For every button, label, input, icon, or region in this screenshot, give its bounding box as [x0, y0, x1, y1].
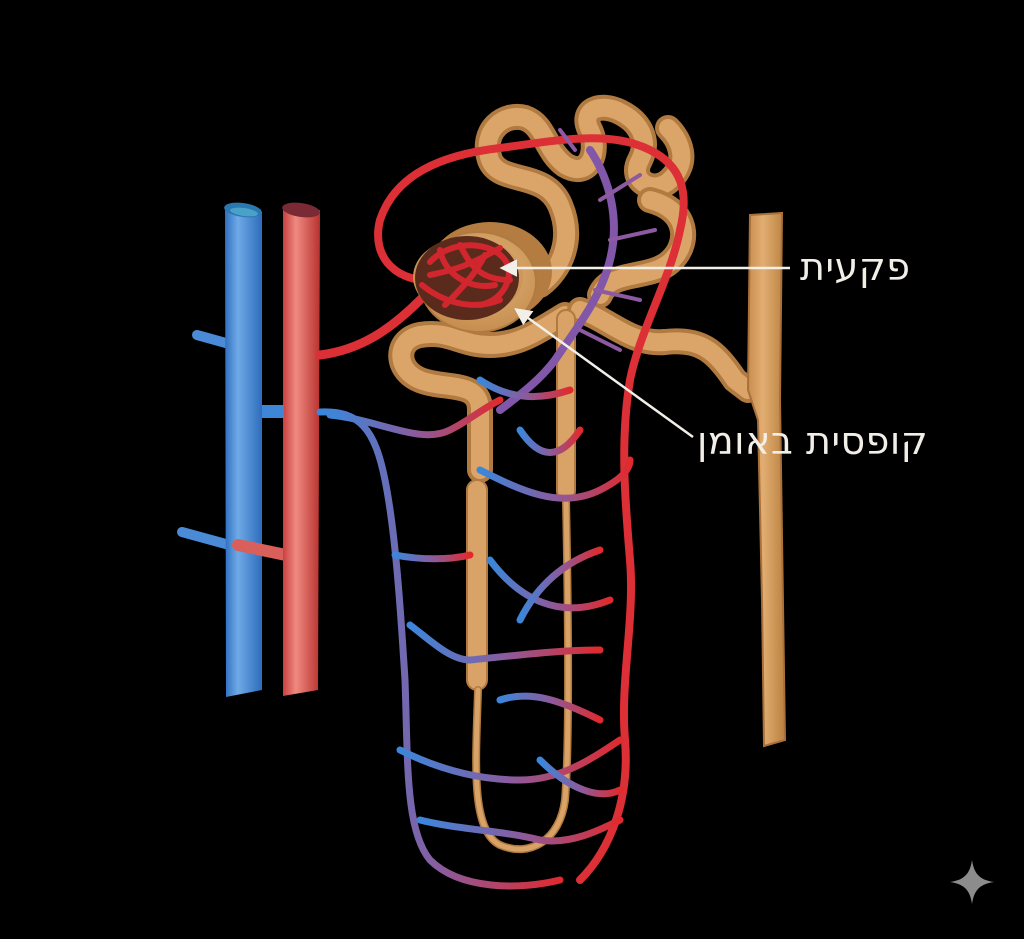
renal-vein — [177, 202, 262, 697]
glomerulus-label: פקעית — [800, 245, 911, 289]
label-pointers — [499, 259, 790, 439]
collecting-duct — [746, 211, 787, 748]
sparkle-icon — [950, 860, 994, 904]
peritubular-capillaries — [316, 376, 634, 890]
glomerulus — [415, 236, 519, 320]
renal-artery — [232, 202, 320, 696]
bowman-capsule-label: קופסית באומן — [697, 419, 929, 463]
